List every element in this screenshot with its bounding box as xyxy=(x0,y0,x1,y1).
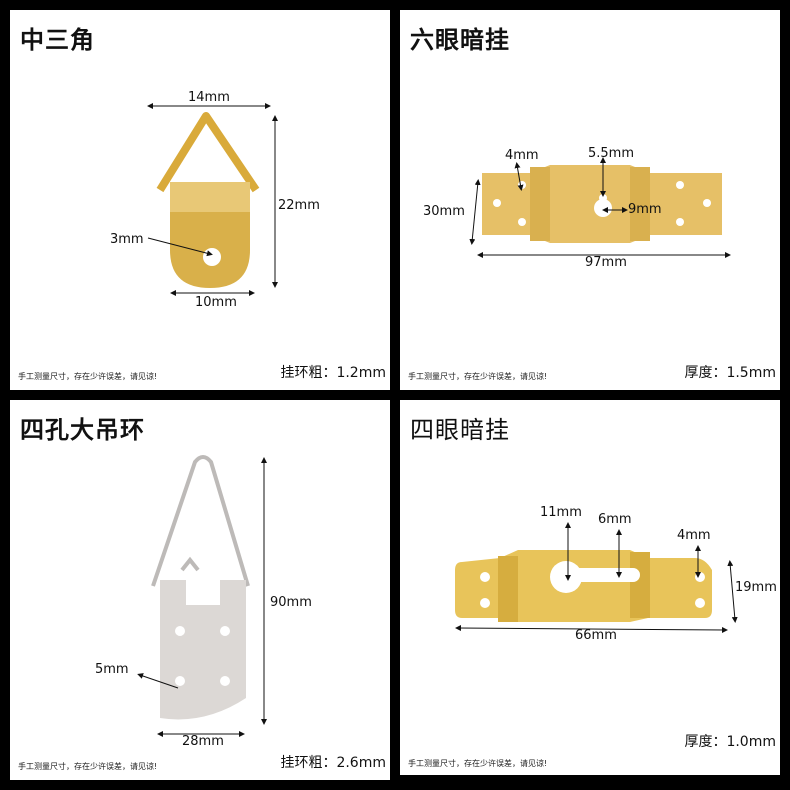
measurement-note: 手工测量尺寸，存在少许误差，请见谅! xyxy=(408,759,548,768)
dim-bottom-width: 10mm xyxy=(195,295,237,310)
dim-large-hole: 11mm xyxy=(540,505,582,520)
product-panel-four-hole-hanger: 四眼暗挂 11mm 6mm 4mm 19mm 66mm 厚度：1.0mm 手工测… xyxy=(400,400,780,775)
measurement-note: 手工测量尺寸，存在少许误差，请见谅! xyxy=(408,372,548,381)
measurement-note: 手工测量尺寸，存在少许误差，请见谅! xyxy=(18,762,158,771)
measurement-note: 手工测量尺寸，存在少许误差，请见谅! xyxy=(18,372,158,381)
dim-hole: 3mm xyxy=(110,232,144,247)
dim-keyhole-top: 5.5mm xyxy=(588,146,635,161)
product-panel-six-hole-hanger: 六眼暗挂 4mm 5.5mm 9mm 30mm 97mm 手工测量尺寸，存在少许… xyxy=(400,10,780,390)
dim-small-hole: 4mm xyxy=(505,148,539,163)
panel-title: 四眼暗挂 xyxy=(410,416,510,444)
dim-height: 30mm xyxy=(423,204,465,219)
dim-height: 90mm xyxy=(270,595,312,610)
four-hole-ring-image xyxy=(137,455,267,737)
four-hole-hanger-image xyxy=(455,522,738,633)
spec-thickness: 厚度：1.5mm xyxy=(684,365,776,381)
product-panel-four-hole-ring: 四孔大吊环 90mm 5mm 28mm 手工测量尺寸，存在少许误差，请见谅! 挂… xyxy=(10,400,390,780)
dim-height: 22mm xyxy=(278,198,320,213)
triangle-hanger-image xyxy=(147,103,278,296)
panel-title: 四孔大吊环 xyxy=(20,416,145,444)
spec-thickness: 厚度：1.0mm xyxy=(684,734,776,750)
panel-title: 中三角 xyxy=(20,26,95,54)
spec-ring-thickness: 挂环粗：1.2mm xyxy=(280,365,386,381)
product-panel-medium-triangle: 中三角 14mm 22mm 3mm 10mm 手工测量尺寸，存在少许误差，请见谅… xyxy=(10,10,390,390)
panel-title: 六眼暗挂 xyxy=(410,26,510,54)
dim-keyhole-bottom: 9mm xyxy=(628,202,662,217)
dim-width: 66mm xyxy=(575,628,617,643)
dim-slot: 6mm xyxy=(598,512,632,527)
six-hole-hanger-image xyxy=(469,157,731,258)
dim-height: 19mm xyxy=(735,580,777,595)
dim-small-hole: 4mm xyxy=(677,528,711,543)
spec-ring-thickness: 挂环粗：2.6mm xyxy=(280,755,386,771)
dim-top-width: 14mm xyxy=(188,90,230,105)
dim-width: 97mm xyxy=(585,255,627,270)
dim-width: 28mm xyxy=(182,734,224,749)
dim-hole: 5mm xyxy=(95,662,129,677)
